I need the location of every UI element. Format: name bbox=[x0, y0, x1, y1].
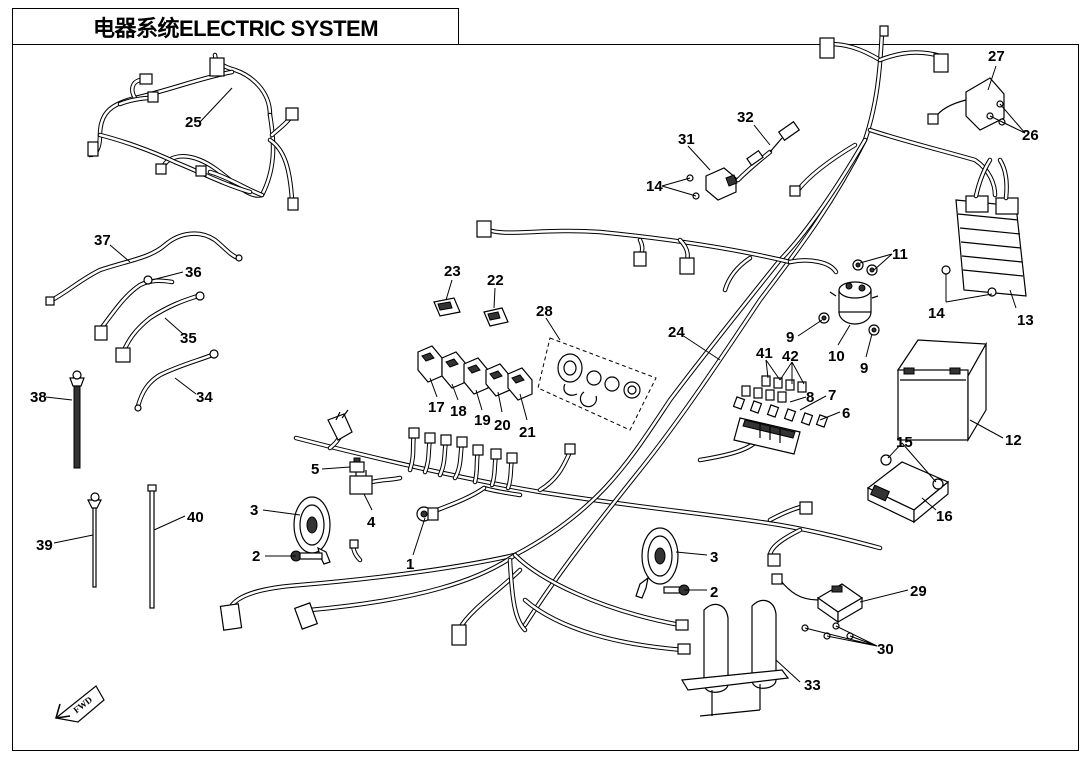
battery-12 bbox=[896, 339, 987, 443]
callout-22: 22 bbox=[487, 272, 504, 289]
cable-35 bbox=[115, 291, 205, 363]
ecu-16 bbox=[866, 454, 950, 524]
relay-sockets bbox=[327, 409, 518, 464]
callout-39: 39 bbox=[36, 537, 53, 554]
callout-36: 36 bbox=[185, 264, 202, 281]
callout-20: 20 bbox=[494, 417, 511, 434]
starter-relay-10 bbox=[829, 281, 879, 325]
callout-10: 10 bbox=[828, 348, 845, 365]
callout-38: 38 bbox=[30, 389, 47, 406]
callout-14b: 14 bbox=[928, 305, 945, 322]
callout-labels: 1 2 2 3 3 4 5 6 7 8 9 9 10 11 12 13 14 1… bbox=[30, 48, 1039, 694]
cable-34 bbox=[134, 349, 219, 412]
callout-3b: 3 bbox=[710, 549, 718, 566]
sensor-27 bbox=[927, 77, 1006, 131]
callout-42: 42 bbox=[782, 348, 799, 365]
diagram-frame bbox=[12, 44, 1079, 751]
callout-33: 33 bbox=[804, 677, 821, 694]
bolt-left bbox=[290, 550, 323, 562]
main-wiring-harness bbox=[229, 27, 998, 653]
callout-35: 35 bbox=[180, 330, 197, 347]
callout-26: 26 bbox=[1022, 127, 1039, 144]
callout-41: 41 bbox=[756, 345, 773, 362]
callout-32: 32 bbox=[737, 109, 754, 126]
nut-9-right bbox=[868, 324, 880, 336]
callout-21: 21 bbox=[519, 424, 536, 441]
callout-9b: 9 bbox=[860, 360, 868, 377]
callout-25: 25 bbox=[185, 114, 202, 131]
cable-37 bbox=[45, 231, 243, 306]
fwd-arrow-icon: FWD bbox=[54, 685, 105, 723]
relay-23 bbox=[433, 297, 461, 317]
callout-5: 5 bbox=[311, 461, 319, 478]
diagram-title-text: 电器系统ELECTRIC SYSTEM bbox=[92, 15, 379, 41]
callout-18: 18 bbox=[450, 403, 467, 420]
fuse-5 bbox=[349, 457, 365, 473]
strap-33 bbox=[680, 599, 790, 717]
cable-tie-40 bbox=[147, 484, 157, 609]
harness-connectors bbox=[219, 25, 949, 655]
callout-7: 7 bbox=[828, 387, 836, 404]
callout-24: 24 bbox=[668, 324, 685, 341]
callout-34: 34 bbox=[196, 389, 213, 406]
callout-9a: 9 bbox=[786, 329, 794, 346]
callout-15: 15 bbox=[896, 434, 913, 451]
callout-2b: 2 bbox=[710, 584, 718, 601]
sensor-29 bbox=[771, 573, 864, 640]
cable-tie-38 bbox=[69, 370, 85, 469]
relay-22 bbox=[483, 307, 509, 327]
sensor-31 bbox=[686, 167, 738, 201]
callout-2a: 2 bbox=[252, 548, 260, 565]
harness-25 bbox=[87, 52, 299, 211]
callout-23: 23 bbox=[444, 263, 461, 280]
callout-3a: 3 bbox=[250, 502, 258, 519]
callout-27: 27 bbox=[988, 48, 1005, 65]
nut-11 bbox=[852, 259, 878, 276]
callout-14a: 14 bbox=[646, 178, 663, 195]
callout-13: 13 bbox=[1017, 312, 1034, 329]
callout-28: 28 bbox=[536, 303, 553, 320]
relay-4 bbox=[349, 470, 373, 495]
callout-11: 11 bbox=[892, 246, 908, 263]
sensor-32 bbox=[735, 120, 801, 183]
callout-4: 4 bbox=[367, 514, 376, 531]
callout-16: 16 bbox=[936, 508, 953, 525]
cable-tie-39 bbox=[87, 492, 102, 588]
callout-6: 6 bbox=[842, 405, 850, 422]
cable-36 bbox=[94, 275, 175, 341]
relays-17-21 bbox=[417, 345, 533, 401]
horn-left bbox=[293, 496, 331, 565]
callout-8: 8 bbox=[806, 389, 814, 406]
callout-30: 30 bbox=[877, 641, 894, 658]
callout-12: 12 bbox=[1005, 432, 1022, 449]
kit-28 bbox=[537, 337, 657, 431]
fuse-box bbox=[733, 417, 801, 455]
callout-37: 37 bbox=[94, 232, 111, 249]
callout-40: 40 bbox=[187, 509, 204, 526]
callout-1: 1 bbox=[406, 556, 414, 573]
leader-lines bbox=[45, 65, 1026, 683]
callout-29: 29 bbox=[910, 583, 927, 600]
horn-right bbox=[635, 527, 679, 599]
sensor-1 bbox=[416, 506, 439, 522]
regulator-13 bbox=[941, 157, 1027, 297]
callout-19: 19 bbox=[474, 412, 491, 429]
callout-17: 17 bbox=[428, 399, 445, 416]
diagram-title: 电器系统ELECTRIC SYSTEM bbox=[12, 8, 459, 45]
fuses-small bbox=[732, 375, 829, 428]
callout-31: 31 bbox=[678, 131, 695, 148]
